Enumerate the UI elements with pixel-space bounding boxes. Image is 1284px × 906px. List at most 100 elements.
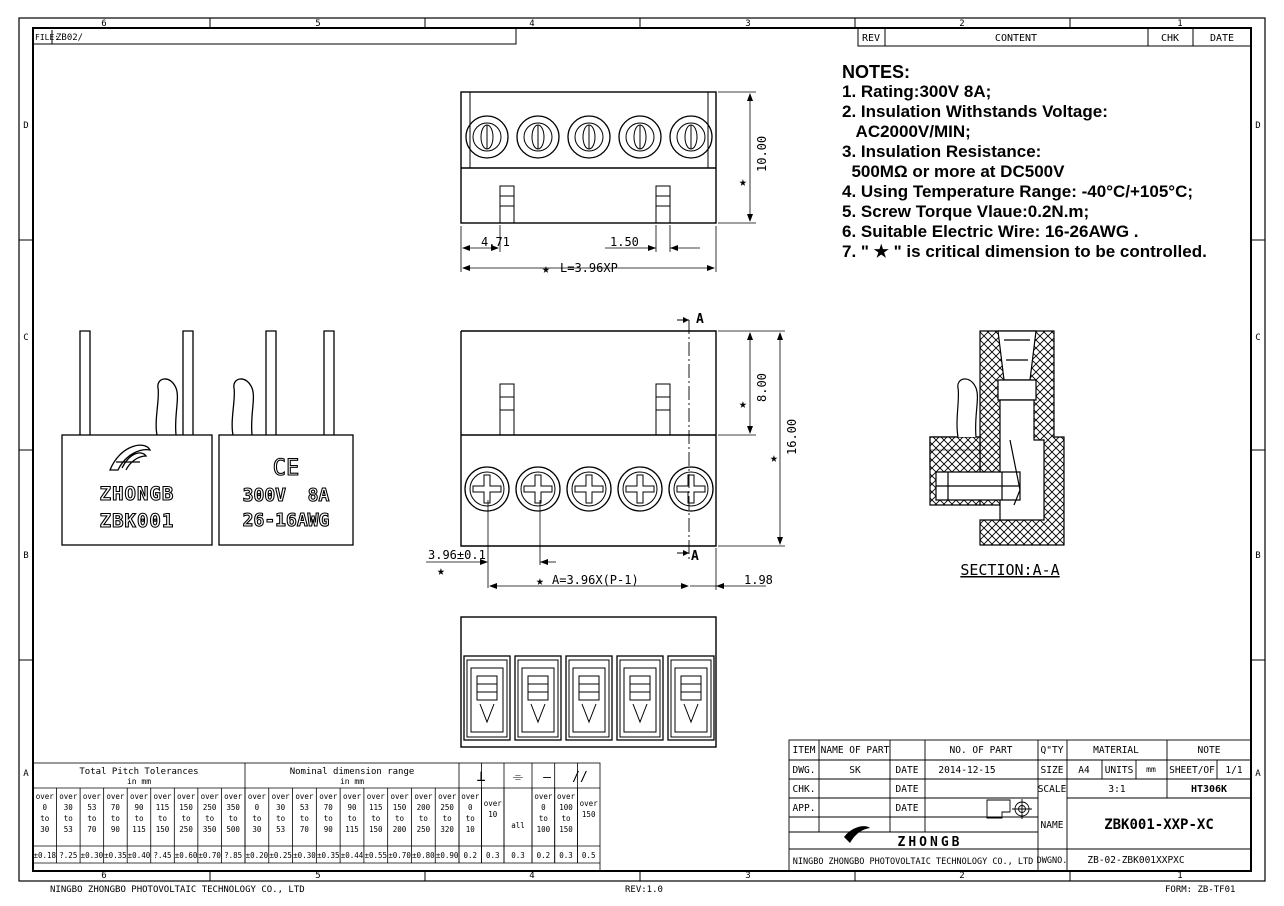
tolerance-range-text: 350: [203, 825, 217, 834]
tolerance-range-text: to: [324, 814, 334, 823]
tolerance-range-text: over: [36, 792, 55, 801]
top-view: [460, 91, 756, 272]
zone-col-bot-2: 2: [959, 871, 964, 881]
front-upper-dim: 8.00: [755, 373, 769, 402]
tolerance-range-text: to: [276, 814, 286, 823]
bottom-view: [460, 616, 717, 748]
pitch-tolerance-unit: in mm: [127, 777, 151, 786]
tolerance-range-text: 10: [466, 825, 476, 834]
note-line: 500MΩ or more at DC500V: [842, 162, 1065, 181]
tolerance-range-text: to: [229, 814, 239, 823]
tolerance-value-text: ±0.70: [198, 851, 221, 860]
tolerance-range-text: 115: [132, 825, 146, 834]
tb-dwg-by: SK: [849, 765, 861, 776]
tolerance-range-text: 53: [300, 803, 309, 812]
wire-entry-cell: [667, 655, 715, 741]
side-rating-text: 300V 8A: [243, 485, 330, 506]
tolerance-range-text: over: [130, 792, 149, 801]
tb-sheet-value: 1/1: [1225, 765, 1242, 776]
side-ce-mark: CE: [273, 456, 300, 481]
projection-symbol-icon: [986, 799, 1032, 819]
tolerance-value-text: ±0.25: [269, 851, 292, 860]
zone-col-top-6: 6: [101, 19, 106, 29]
front-view: [426, 317, 785, 590]
tolerance-range-text: over: [580, 799, 599, 808]
tb-dwg-label: DWG.: [793, 765, 816, 776]
side-view-right: [218, 330, 354, 546]
tolerance-range-text: to: [371, 814, 381, 823]
tolerance-range-text: over: [461, 792, 480, 801]
tolerance-range-text: over: [59, 792, 78, 801]
screw-head-front: [668, 466, 714, 512]
pitch-tolerance-title: Total Pitch Tolerances: [79, 767, 198, 777]
tolerance-range-text: 200: [417, 803, 431, 812]
tolerance-value-text: 0.3: [559, 851, 573, 860]
top-height-dim: 10.00: [755, 136, 769, 172]
tolerance-range-text: 90: [324, 825, 334, 834]
tb-units-label: UNITS: [1105, 765, 1134, 776]
tolerance-range-text: to: [419, 814, 429, 823]
notes-title: NOTES:: [842, 62, 911, 82]
front-span-star: ★: [536, 574, 544, 589]
side-model-text: ZBK001: [100, 510, 175, 532]
tolerance-range-text: over: [534, 792, 553, 801]
top-height-star: ★: [739, 175, 747, 190]
side-view-left: [61, 330, 213, 546]
tb-dwgno-value: ZB-02-ZBK001XXPXC: [1087, 855, 1184, 866]
section-view: [929, 330, 1065, 546]
tb-sheet-label: SHEET/OF: [1169, 765, 1215, 776]
zone-col-top-2: 2: [959, 19, 964, 29]
tolerance-range-text: to: [443, 814, 453, 823]
frame-zone-labels: 6 5 4 3 2 1 6 5 4 3 2 1 D C B A D C B A: [23, 19, 1261, 881]
tolerance-range-text: 150: [369, 825, 383, 834]
front-total-star: ★: [770, 451, 778, 466]
top-screw-row: [465, 115, 713, 159]
zone-row-left-B: B: [23, 551, 28, 561]
front-total-dim: 16.00: [785, 419, 799, 455]
tolerance-value-text: 0.2: [537, 851, 551, 860]
company-logo-icon: [844, 826, 870, 843]
note-line: AC2000V/MIN;: [842, 122, 971, 141]
note-line: 1. Rating:300V 8A;: [842, 82, 992, 101]
perpendicular-symbol: ⊥: [476, 767, 485, 785]
tolerance-range-text: to: [395, 814, 405, 823]
tolerance-range-text: to: [466, 814, 476, 823]
drawing-frame: [18, 17, 1266, 882]
tolerance-range-text: 250: [179, 825, 193, 834]
zone-col-top-3: 3: [745, 19, 750, 29]
tolerance-range-text: to: [134, 814, 144, 823]
file-box: FILE: ZB02/: [33, 28, 517, 45]
tolerance-range-text: 100: [537, 825, 551, 834]
tolerance-range-text: 10: [488, 810, 498, 819]
tolerance-range-text: 0: [468, 803, 473, 812]
content-header: CONTENT: [995, 33, 1037, 44]
zone-col-top-1: 1: [1177, 19, 1182, 29]
tolerance-range-text: to: [64, 814, 74, 823]
tolerance-value-text: ±0.80: [412, 851, 435, 860]
tolerance-range-text: 500: [226, 825, 240, 834]
tb-no-of-part-label: NO. OF PART: [950, 745, 1013, 756]
tb-qty-label: Q"TY: [1041, 745, 1064, 756]
tolerance-range-text: 90: [111, 825, 121, 834]
tolerance-value-text: 0.3: [511, 851, 525, 860]
top-latch-dim: 1.50: [610, 235, 639, 249]
tolerance-range-text: 250: [440, 803, 454, 812]
top-length-dim: L=3.96XP: [560, 261, 618, 275]
tolerance-value-text: 0.3: [486, 851, 500, 860]
tb-name-of-part-label: NAME OF PART: [821, 745, 890, 756]
tolerance-value-text: ±0.35: [104, 851, 127, 860]
tolerance-range-text: over: [414, 792, 433, 801]
tolerance-range-text: over: [272, 792, 291, 801]
tolerance-range-text: over: [367, 792, 386, 801]
tolerance-value-text: ±0.55: [365, 851, 388, 860]
tb-date-label-2: DATE: [896, 784, 919, 795]
tolerance-value-text: ?.25: [59, 851, 77, 860]
tolerance-range-text: over: [177, 792, 196, 801]
zone-row-right-A: A: [1255, 769, 1261, 779]
screw-head-front: [617, 466, 663, 512]
side-awg-text: 26-16AWG: [243, 510, 330, 531]
front-upper-star: ★: [739, 397, 747, 412]
title-block-grid: [788, 739, 1252, 872]
front-edge-dim: 1.98: [744, 573, 773, 587]
